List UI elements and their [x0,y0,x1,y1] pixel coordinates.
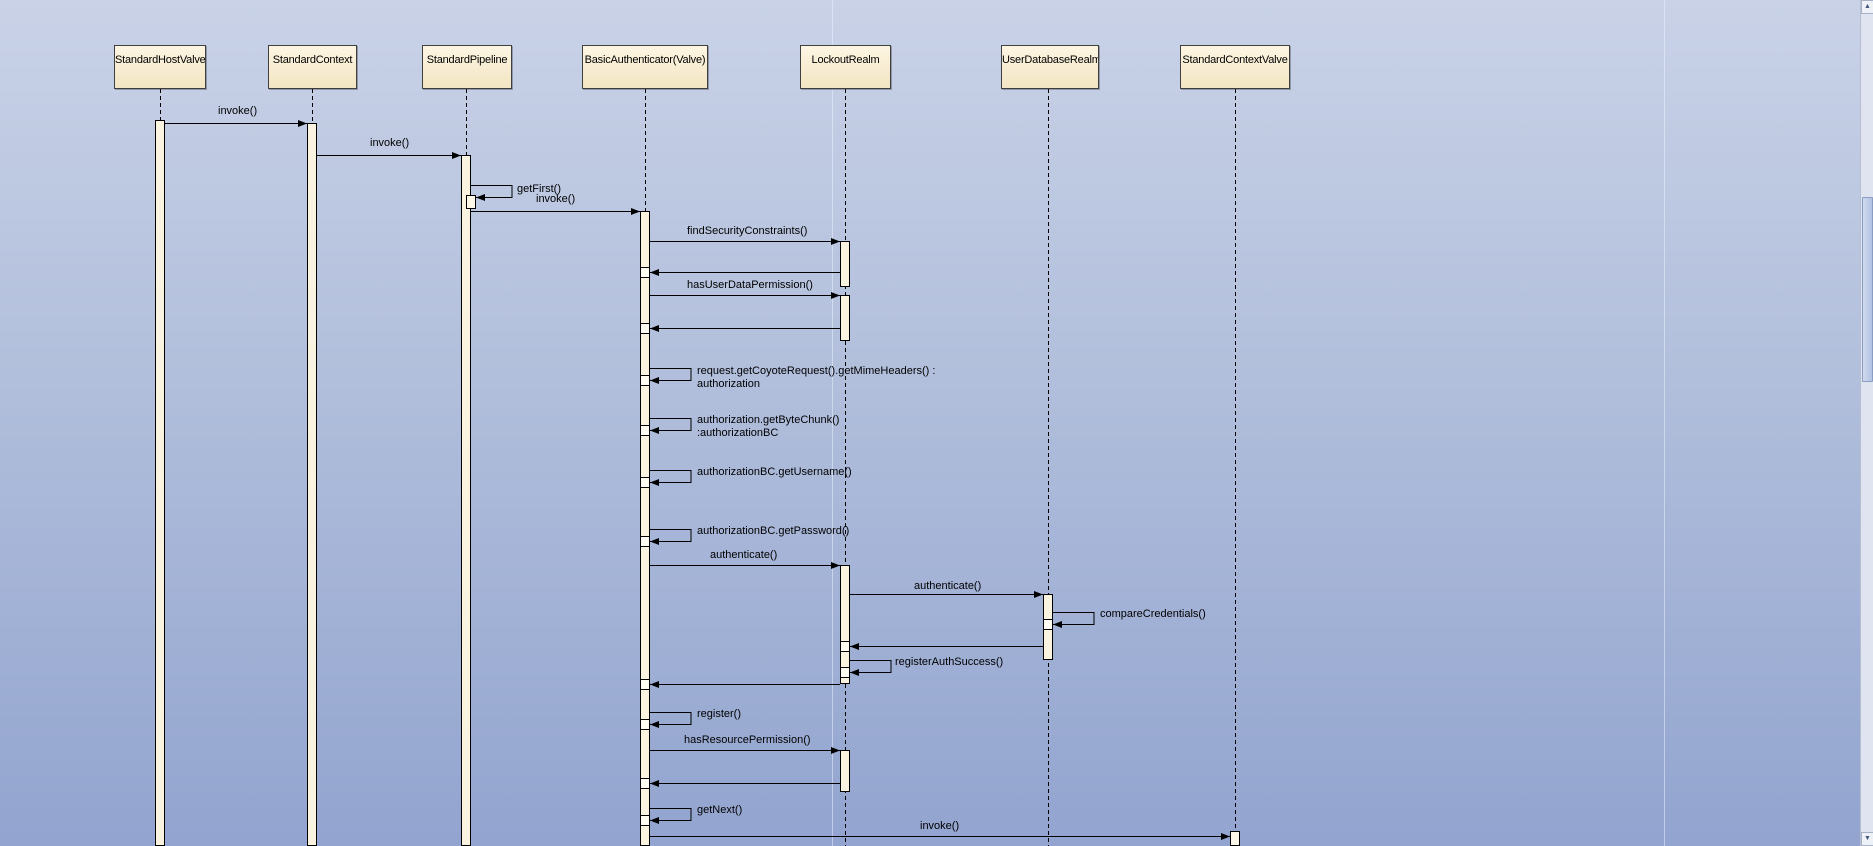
lifeline-name: UserDatabaseRealm [1002,54,1099,66]
lifeline-head-standardcontextvalve[interactable]: StandardContextValve [1180,45,1290,89]
self-message-arrow-comparecredentials [1053,612,1095,628]
activation-marker [640,815,650,826]
message-label[interactable]: invoke() [370,137,409,150]
message-label-text: invoke() [920,820,960,832]
message-label-text: findSecurityConstraints() [687,225,808,237]
self-message-arrow-getnext [650,808,692,824]
scroll-down-button[interactable]: ▼ [1861,832,1873,846]
vertical-scrollbar[interactable]: ▲ ▼ [1860,0,1873,846]
self-message-label[interactable]: request.getCoyoteRequest().getMimeHeader… [697,365,935,391]
message-label-text: authenticate() [710,549,778,561]
message-label-text: authorization [697,378,760,390]
message-label-text: authorizationBC.getUsername() [697,466,852,478]
activation-marker [840,667,850,678]
activation-marker [640,536,650,547]
activation-marker [640,719,650,730]
activation-bar[interactable] [840,565,850,684]
scroll-up-icon: ▲ [1864,3,1871,10]
self-message-arrow-getfirst [471,185,513,201]
self-message-arrow-authorization-getbytechunk [650,418,692,434]
message-label[interactable]: invoke() [920,820,959,833]
message-label[interactable]: authenticate() [710,549,777,562]
lifeline-name: StandardPipeline [426,54,508,66]
activation-bar[interactable] [840,750,850,792]
self-message-arrow-authorizationbc-getusername [650,470,692,486]
message-label-text: invoke() [218,105,258,117]
message-label[interactable]: hasResourcePermission() [684,734,811,747]
message-label[interactable]: authenticate() [914,580,981,593]
self-message-arrow-request-getcoyoterequest-getmimeheaders [650,368,692,384]
activation-bar[interactable] [840,295,850,341]
message-label[interactable]: invoke() [536,193,575,206]
self-message-label[interactable]: authorization.getByteChunk():authorizati… [697,414,839,440]
lifeline-head-basicauthenticator-valve[interactable]: BasicAuthenticator(Valve) [582,45,708,89]
message-label[interactable]: findSecurityConstraints() [687,225,807,238]
lifeline-name: StandardContextValve [1182,54,1288,66]
message-label-text: invoke() [370,137,410,149]
activation-marker [640,425,650,436]
message-label-text: getNext() [697,804,743,816]
self-message-label[interactable]: register() [697,708,741,721]
self-message-label[interactable]: compareCredentials() [1100,608,1206,621]
scroll-down-icon: ▼ [1864,835,1871,842]
lifeline-head-userdatabaserealm[interactable]: UserDatabaseRealm [1001,45,1099,89]
scrollbar-thumb[interactable] [1862,197,1873,382]
lifeline-name: StandardContext [272,54,353,66]
lifeline-head-standardcontext[interactable]: StandardContext [268,45,357,89]
lifeline-name: BasicAuthenticator(Valve) [584,54,706,66]
message-label-text: authorizationBC.getPassword() [697,525,850,537]
message-label-text: registerAuthSuccess() [895,656,1004,668]
message-label-text: getFirst() [517,183,561,195]
self-message-label[interactable]: getNext() [697,804,742,817]
self-message-label[interactable]: getFirst() [517,183,561,196]
message-label-text: compareCredentials() [1100,608,1206,620]
lifeline-head-standardhostvalve[interactable]: StandardHostValve [114,45,206,89]
message-label[interactable]: hasUserDataPermission() [687,279,813,292]
activation-marker [840,641,850,652]
page-divider [1664,0,1665,846]
self-message-label[interactable]: authorizationBC.getPassword() [697,525,849,538]
self-message-label[interactable]: authorizationBC.getUsername() [697,466,852,479]
activation-marker [640,375,650,386]
lifeline-name: StandardHostValve [115,54,206,66]
self-message-arrow-register [650,712,692,728]
scroll-up-button[interactable]: ▲ [1861,0,1873,14]
lifeline-name: LockoutRealm [811,54,880,66]
activation-marker [640,778,650,789]
message-label-text: hasResourcePermission() [684,734,811,746]
message-label-text: request.getCoyoteRequest().getMimeHeader… [697,365,936,377]
lifeline-head-lockoutrealm[interactable]: LockoutRealm [800,45,891,89]
activation-marker [640,477,650,488]
activation-marker [640,323,650,334]
self-message-arrow-authorizationbc-getpassword [650,529,692,545]
activation-bar[interactable] [840,241,850,287]
lifeline-head-standardpipeline[interactable]: StandardPipeline [422,45,512,89]
message-label-text: :authorizationBC [697,427,779,439]
self-message-label[interactable]: registerAuthSuccess() [895,656,1003,669]
message-label-text: hasUserDataPermission() [687,279,813,291]
message-label-text: authorization.getByteChunk() [697,414,840,426]
message-label-text: register() [697,708,742,720]
page-divider [832,0,833,846]
message-label[interactable]: invoke() [218,105,257,118]
activation-marker [640,679,650,690]
message-label-text: invoke() [536,193,576,205]
activation-marker [640,267,650,278]
message-label-text: authenticate() [914,580,982,592]
activation-bar[interactable] [466,195,476,209]
self-message-arrow-registerauthsuccess [850,660,892,676]
activation-marker [1043,619,1053,630]
